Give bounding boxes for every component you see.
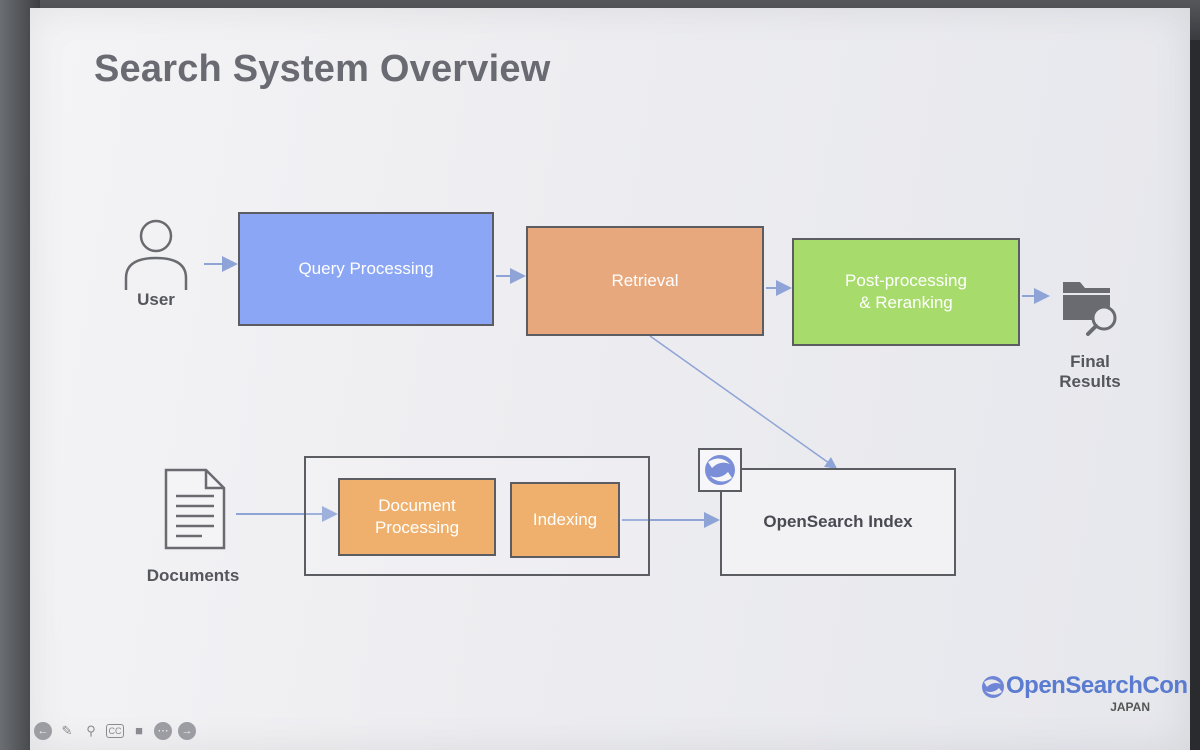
opensearch-index-box: OpenSearch Index (720, 468, 956, 576)
final-results-label-line1: Final (1070, 352, 1110, 371)
indexing-label: Indexing (532, 510, 598, 529)
indexing-box: Indexing (510, 482, 620, 558)
camera-icon[interactable]: ■ (135, 723, 143, 738)
opensearch-logo-icon (705, 455, 735, 485)
query-processing-label: Query Processing (298, 259, 434, 278)
slide-title: Search System Overview (94, 48, 551, 90)
post-processing-box: Post-processing & Reranking (792, 238, 1020, 346)
diagram-arrows (204, 256, 1050, 528)
arrow-retrieval-to-index (649, 335, 838, 469)
brand-name: OpenSearchCon (1006, 672, 1188, 699)
presentation-slide: Search System Overview User Query Proces… (30, 8, 1190, 750)
document-processing-box: Document Processing (338, 478, 496, 556)
documents-label: Documents (146, 566, 240, 585)
back-icon[interactable]: ← (34, 722, 52, 740)
forward-icon[interactable]: → (178, 722, 196, 740)
zoom-icon[interactable]: ⚲ (86, 723, 96, 738)
presenter-toolbar: ← ✎ ⚲ CC ■ ⋯ → (34, 720, 196, 742)
folder-search-icon (1063, 282, 1117, 336)
query-processing-box: Query Processing (238, 212, 494, 326)
more-icon[interactable]: ⋯ (154, 722, 172, 740)
opensearch-index-label: OpenSearch Index (763, 512, 913, 531)
post-processing-label-line1: Post-processing (845, 271, 967, 290)
final-results-label: Final Results (1050, 352, 1130, 392)
document-icon (164, 468, 226, 550)
brand-subtitle: JAPAN (1110, 700, 1150, 714)
opensearchcon-logo-icon (982, 676, 1004, 698)
user-icon (124, 219, 188, 290)
retrieval-box: Retrieval (526, 226, 764, 336)
document-processing-label-line2: Processing (374, 518, 460, 537)
user-label: User (137, 290, 175, 309)
captions-icon[interactable]: CC (106, 724, 124, 738)
retrieval-label: Retrieval (611, 271, 679, 290)
opensearchcon-branding: OpenSearchCon JAPAN (980, 670, 1188, 714)
document-processing-label-line1: Document (378, 496, 456, 515)
opensearch-logo-badge (698, 448, 742, 492)
pen-icon[interactable]: ✎ (61, 723, 73, 738)
post-processing-label-line2: & Reranking (859, 293, 953, 312)
final-results-label-line2: Results (1059, 372, 1121, 391)
